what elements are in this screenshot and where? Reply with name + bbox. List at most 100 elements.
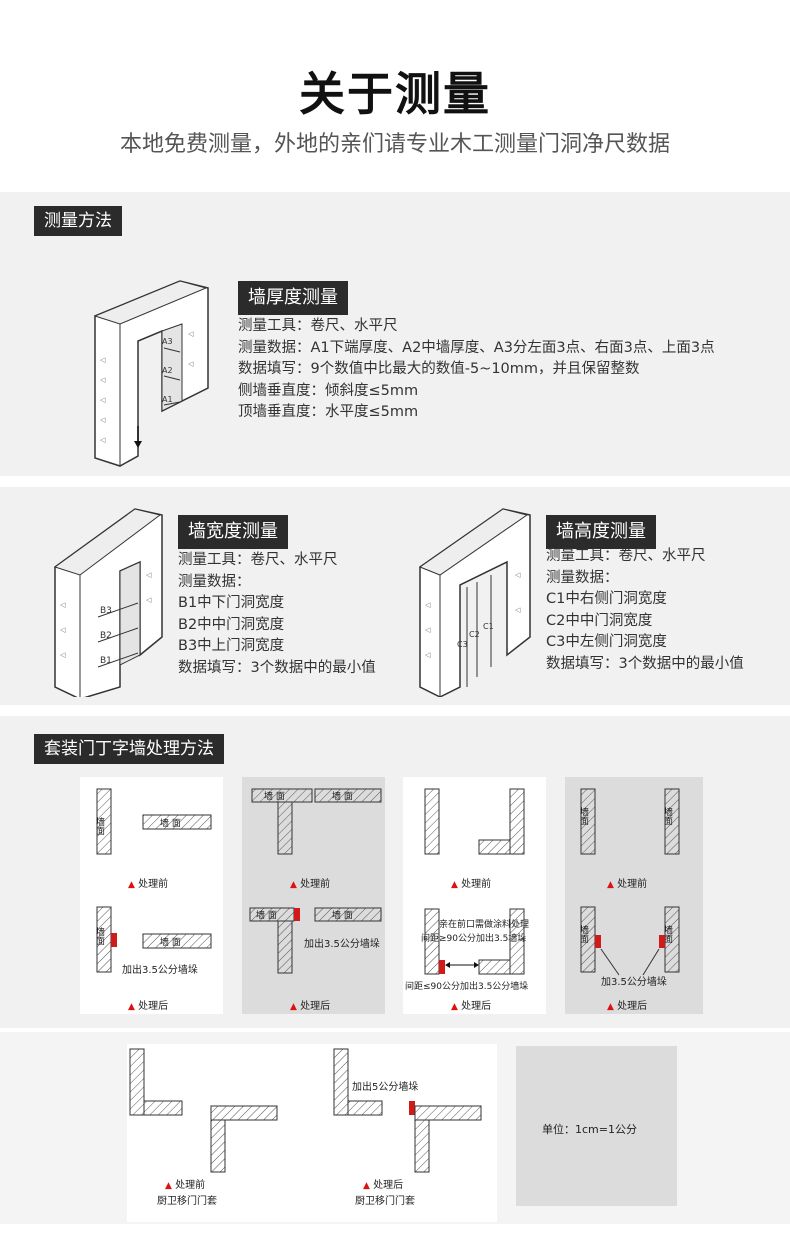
- wall-label: 墙 面: [332, 909, 353, 921]
- wall-label: 墙面: [578, 924, 589, 944]
- thickness-text: 测量工具：卷尺、水平尺 测量数据：A1下端厚度、A2中墙厚度、A3分左面3点、右…: [238, 316, 715, 424]
- wall-label: 墙面: [578, 806, 589, 826]
- p1-before-caption: ▲ 处理前: [128, 875, 168, 890]
- after-label: 处理后: [461, 1001, 492, 1012]
- red-triangle-icon: ▲: [128, 880, 135, 890]
- red-triangle-icon: ▲: [128, 1002, 135, 1012]
- height-line: C3中左侧门洞宽度: [546, 634, 667, 650]
- red-triangle-icon: ▲: [290, 1002, 297, 1012]
- s4-after-caption: ▲ 处理后: [363, 1176, 403, 1191]
- width-text: 测量工具：卷尺、水平尺 测量数据： B1中下门洞宽度 B2中中门洞宽度 B3中上…: [178, 550, 376, 679]
- thickness-line: 数据填写：9个数值中比最大的数值-5~10mm，并且保留整数: [238, 361, 640, 377]
- svg-text:◁: ◁: [60, 626, 66, 634]
- height-line: 测量工具：卷尺、水平尺: [546, 548, 706, 564]
- height-text: 测量工具：卷尺、水平尺 测量数据： C1中右侧门洞宽度 C2中中门洞宽度 C3中…: [546, 546, 744, 675]
- svg-text:◁: ◁: [188, 330, 194, 338]
- p3-note-bottom: 间距≤90公分加出3.5公分墙垛: [405, 980, 528, 992]
- wall-label: 墙 面: [160, 936, 181, 948]
- p4-note: 加3.5公分墙垛: [601, 975, 667, 988]
- before-label: 处理前: [138, 879, 169, 890]
- svg-text:◁: ◁: [100, 396, 106, 404]
- wall-label: 墙 面: [160, 817, 181, 829]
- before-label: 处理前: [300, 879, 331, 890]
- label-c3: C3: [457, 640, 468, 649]
- label-b2: B2: [100, 631, 112, 641]
- width-line: 测量数据：: [178, 573, 251, 590]
- red-triangle-icon: ▲: [607, 1002, 614, 1012]
- t-wall-panel-2: 墙 面 墙 面 墙 面 墙 面 加出3.5公分墙垛 ▲ 处理前 ▲ 处理后: [242, 777, 385, 1014]
- label-b3: B3: [100, 606, 112, 616]
- width-line: B3中上门洞宽度: [178, 638, 285, 654]
- label-a1: A1: [162, 395, 173, 404]
- width-title: 墙宽度测量: [178, 515, 288, 549]
- label-a3: A3: [162, 337, 173, 346]
- after-label: 处理后: [138, 1001, 169, 1012]
- svg-text:◁: ◁: [425, 651, 431, 659]
- unit-text: 单位：1cm=1公分: [542, 1123, 637, 1136]
- thickness-line: 测量工具：卷尺、水平尺: [238, 318, 398, 334]
- wall-label: 墙 面: [332, 790, 353, 802]
- p3-note-top2: 间距≥90公分加出3.5墙垛: [421, 932, 526, 944]
- svg-text:◁: ◁: [515, 606, 521, 614]
- wall-label: 墙面: [662, 806, 673, 826]
- width-line: 测量工具：卷尺、水平尺: [178, 552, 338, 568]
- t-wall-panel-1: 墙面 墙 面 墙面 墙 面 加出3.5公分墙垛 ▲ 处理前 ▲ 处理后: [80, 777, 223, 1014]
- width-line: B1中下门洞宽度: [178, 595, 285, 611]
- svg-text:◁: ◁: [100, 416, 106, 424]
- p4-before-caption: ▲ 处理前: [607, 875, 647, 890]
- wall-label: 墙面: [94, 926, 105, 946]
- p2-before-caption: ▲ 处理前: [290, 875, 330, 890]
- width-line: 数据填写：3个数据中的最小值: [178, 659, 376, 676]
- wall-label: 墙面: [662, 924, 673, 944]
- svg-text:◁: ◁: [188, 360, 194, 368]
- measure-method-tag: 测量方法: [34, 206, 122, 236]
- thickness-line: 测量数据：A1下端厚度、A2中墙厚度、A3分左面3点、右面3点、上面3点: [238, 339, 715, 356]
- s4-after-sub: 厨卫移门门套: [355, 1196, 415, 1207]
- thickness-line: 顶墙垂直度：水平度≤5mm: [238, 404, 419, 420]
- p3-after-caption: ▲ 处理后: [451, 997, 491, 1012]
- after-label: 处理后: [617, 1001, 648, 1012]
- thickness-title: 墙厚度测量: [238, 281, 348, 315]
- svg-text:◁: ◁: [100, 356, 106, 364]
- width-door-illustration: B3 B2 B1 ◁ ◁ ◁ ◁ ◁: [53, 508, 163, 697]
- sliding-door-panel: 加出5公分墙垛 ▲ 处理前 厨卫移门门套 ▲ 处理后 厨卫移门门套: [127, 1044, 497, 1222]
- page-subtitle: 本地免费测量，外地的亲们请专业木工测量门洞净尺数据: [119, 132, 670, 157]
- height-line: 数据填写：3个数据中的最小值: [546, 655, 744, 672]
- wall-label: 墙 面: [264, 790, 285, 802]
- label-c1: C1: [483, 622, 494, 631]
- sliding-note: 加出5公分墙垛: [352, 1080, 418, 1093]
- t-wall-tag: 套装门丁字墙处理方法: [34, 734, 224, 764]
- width-height-section: B3 B2 B1 ◁ ◁ ◁ ◁ ◁ 墙宽度测量 测量工具：卷尺、水平尺 测量数…: [0, 487, 790, 705]
- width-line: B2中中门洞宽度: [178, 616, 285, 633]
- thickness-door-illustration: A3 A2 A1 ◁ ◁ ◁ ◁ ◁ ◁ ◁: [93, 280, 209, 467]
- after-label: 处理后: [300, 1001, 331, 1012]
- before-label: 处理前: [461, 879, 492, 890]
- svg-text:◁: ◁: [515, 571, 521, 579]
- thickness-line: 侧墙垂直度：倾斜度≤5mm: [238, 382, 419, 399]
- p4-after-caption: ▲ 处理后: [607, 997, 647, 1012]
- svg-text:◁: ◁: [100, 376, 106, 384]
- measure-method-section: 测量方法 A3 A2 A1 ◁ ◁ ◁ ◁ ◁ ◁ ◁ 墙厚度测量 测量工具：卷…: [0, 192, 790, 476]
- before-label: 处理前: [617, 879, 648, 890]
- unit-box: 单位：1cm=1公分: [516, 1046, 677, 1206]
- s4-before-sub: 厨卫移门门套: [157, 1196, 217, 1207]
- p1-after-caption: ▲ 处理后: [128, 997, 168, 1012]
- before-label: 处理前: [175, 1180, 206, 1191]
- svg-text:◁: ◁: [425, 601, 431, 609]
- t-wall-section: 套装门丁字墙处理方法 墙面 墙 面 墙面 墙 面 加出3.5公分墙垛 ▲ 处理前…: [0, 716, 790, 1028]
- red-triangle-icon: ▲: [165, 1181, 172, 1191]
- page-title: 关于测量: [299, 67, 491, 121]
- red-triangle-icon: ▲: [363, 1181, 370, 1191]
- wall-label: 墙 面: [256, 909, 277, 921]
- height-line: C1中右侧门洞宽度: [546, 591, 667, 607]
- label-b1: B1: [100, 656, 112, 666]
- svg-text:◁: ◁: [425, 626, 431, 634]
- svg-text:◁: ◁: [60, 651, 66, 659]
- t-wall-panel-4: 墙面 墙面 墙面 墙面 加3.5公分墙垛 ▲ 处理前 ▲ 处理后: [565, 777, 703, 1014]
- svg-text:◁: ◁: [60, 601, 66, 609]
- height-line: C2中中门洞宽度: [546, 612, 653, 629]
- red-triangle-icon: ▲: [607, 880, 614, 890]
- t-wall-panel-3: 亲在前口需做涂料处理 间距≥90公分加出3.5墙垛 间距≤90公分加出3.5公分…: [403, 777, 546, 1014]
- red-triangle-icon: ▲: [451, 880, 458, 890]
- label-a2: A2: [162, 366, 173, 375]
